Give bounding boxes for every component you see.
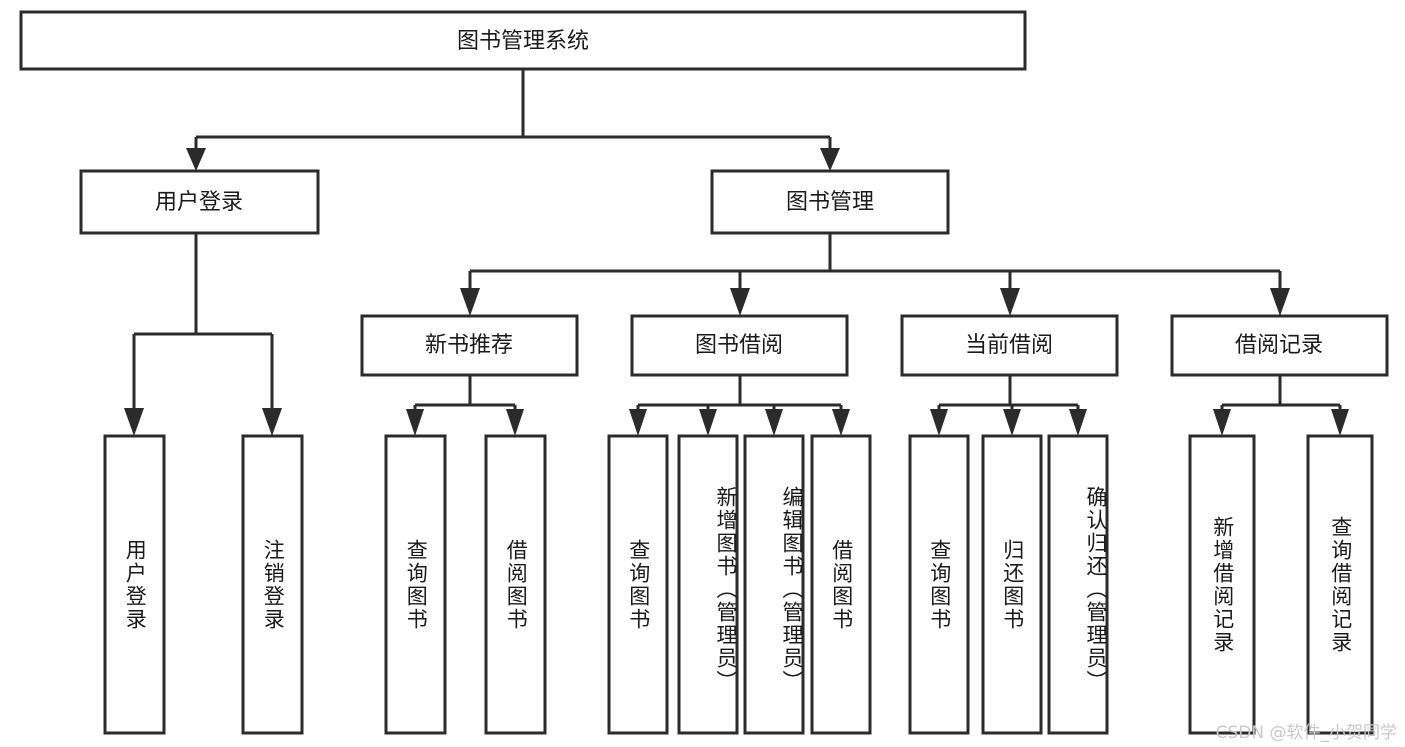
node-borrow-record[interactable]: 借阅记录 — [1170, 314, 1389, 377]
node-root-label: 图书管理系统 — [457, 29, 589, 54]
edge-group-current-borrow-to-leaves — [930, 375, 1087, 436]
node-book-borrow-box[interactable] — [630, 314, 849, 377]
leaf-boxes — [103, 434, 1374, 735]
node-leaf-query-book-recommend-box[interactable] — [384, 434, 447, 735]
arrow-head-leaf-borrow-book — [832, 409, 850, 436]
arrow-head-leaf-borrow-book-recommend — [506, 409, 524, 436]
arrow-head-leaf-add-borrow-record — [1213, 409, 1231, 436]
node-user-login[interactable]: 用户登录 — [79, 169, 320, 235]
arrow-head-book-borrow — [730, 288, 750, 316]
node-user-login-label: 用户登录 — [155, 190, 243, 215]
arrow-head-leaf-confirm-return-admin — [1069, 409, 1087, 436]
node-leaf-query-book-borrow-box[interactable] — [607, 434, 669, 735]
node-current-borrow-label: 当前借阅 — [965, 333, 1053, 358]
node-book-manage-label: 图书管理 — [786, 190, 874, 215]
arrow-head-new-book-recommend — [460, 288, 480, 316]
edge-group-book-borrow-to-leaves — [629, 375, 850, 436]
node-leaf-user-logout-box[interactable] — [241, 434, 304, 735]
edge-group-root-to-level1 — [186, 69, 840, 171]
node-book-manage-box[interactable] — [710, 169, 950, 235]
arrow-head-leaf-return-book — [1003, 409, 1021, 436]
edge-group-book-manage-to-level2 — [460, 233, 1290, 316]
node-root[interactable]: 图书管理系统 — [19, 10, 1027, 71]
csdn-watermark: CSDN @软件_小贺同学 — [1215, 723, 1397, 743]
node-book-borrow-label: 图书借阅 — [695, 333, 783, 358]
arrow-head-leaf-query-book-recommend — [406, 409, 424, 436]
node-book-borrow[interactable]: 图书借阅 — [630, 314, 849, 377]
edge-group-user-login-to-leaves — [124, 233, 282, 436]
node-leaf-add-borrow-record-box[interactable] — [1188, 434, 1256, 735]
arrow-head-current-borrow — [1000, 288, 1020, 316]
node-leaf-user-login-box[interactable] — [103, 434, 166, 735]
node-leaf-add-book-admin-box[interactable] — [677, 434, 739, 735]
arrow-head-leaf-user-login — [124, 408, 144, 436]
arrow-head-borrow-record — [1270, 288, 1290, 316]
arrow-head-leaf-query-book-borrow — [629, 409, 647, 436]
node-root-box[interactable] — [19, 10, 1027, 71]
arrow-head-leaf-user-logout — [262, 408, 282, 436]
node-user-login-box[interactable] — [79, 169, 320, 235]
node-leaf-query-book-current-box[interactable] — [908, 434, 970, 735]
arrow-head-leaf-edit-book-admin — [765, 409, 783, 436]
arrow-head-book-manage — [820, 148, 840, 171]
node-leaf-confirm-return-admin-box[interactable] — [1047, 434, 1109, 735]
node-leaf-return-book-box[interactable] — [981, 434, 1043, 735]
edge-group-new-book-recommend-to-leaves — [406, 375, 524, 436]
node-leaf-borrow-book-recommend-box[interactable] — [484, 434, 547, 735]
arrow-head-user-login — [186, 148, 206, 171]
node-new-book-recommend-box[interactable] — [360, 314, 579, 377]
node-borrow-record-box[interactable] — [1170, 314, 1389, 377]
node-new-book-recommend-label: 新书推荐 — [425, 333, 513, 358]
node-borrow-record-label: 借阅记录 — [1235, 333, 1323, 358]
node-book-manage[interactable]: 图书管理 — [710, 169, 950, 235]
arrow-head-leaf-query-book-current — [930, 409, 948, 436]
node-leaf-query-borrow-record-box[interactable] — [1306, 434, 1374, 735]
node-current-borrow-box[interactable] — [900, 314, 1119, 377]
edge-group-borrow-record-to-leaves — [1213, 375, 1349, 436]
node-leaf-borrow-book-box[interactable] — [810, 434, 872, 735]
node-new-book-recommend[interactable]: 新书推荐 — [360, 314, 579, 377]
node-leaf-edit-book-admin-box[interactable] — [743, 434, 805, 735]
arrow-head-leaf-query-borrow-record — [1331, 409, 1349, 436]
node-current-borrow[interactable]: 当前借阅 — [900, 314, 1119, 377]
arrow-head-leaf-add-book-admin — [699, 409, 717, 436]
